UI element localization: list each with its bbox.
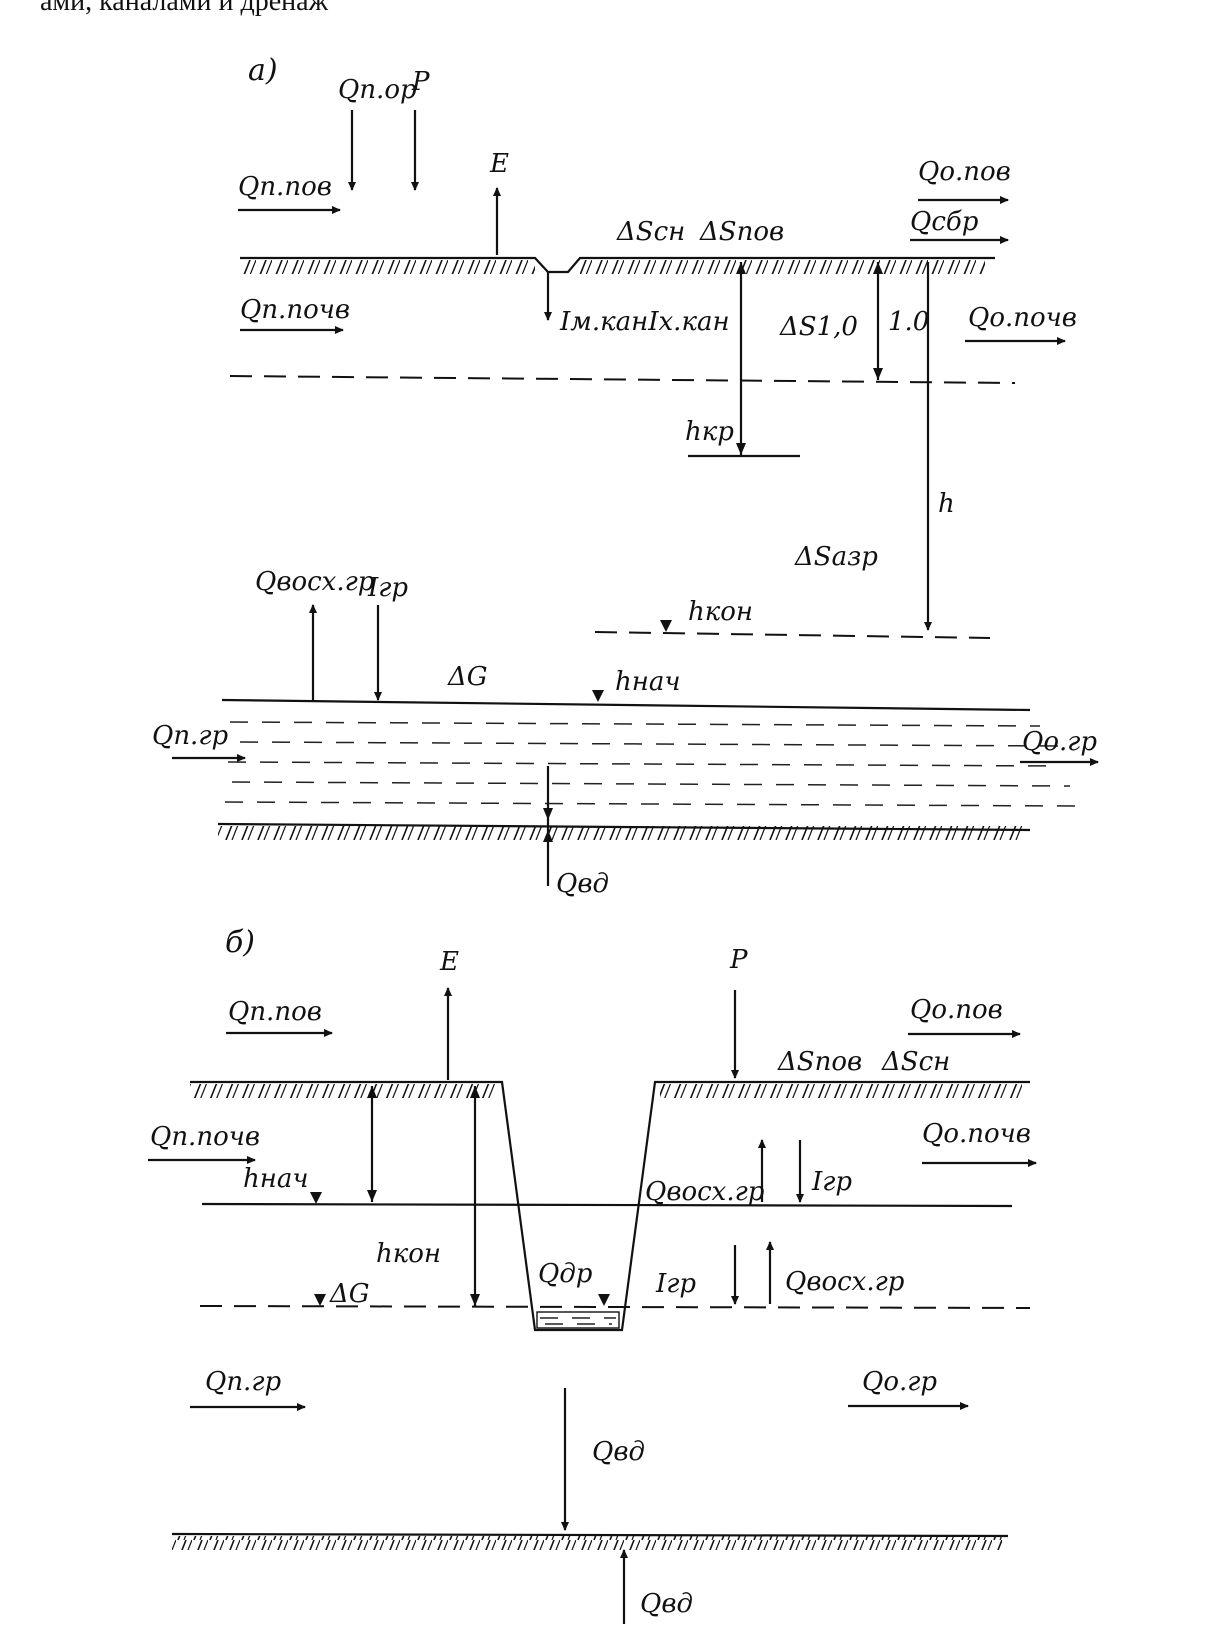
gw-rise-label: Qвосх.гр (255, 567, 375, 597)
initial-level-marker-b (310, 1192, 322, 1204)
critical-depth-label: hкр (685, 417, 734, 447)
gw-rise-upper-label: Qвосх.гр (645, 1177, 765, 1207)
initial-level-marker (592, 690, 604, 702)
precip-label-b: P (729, 945, 748, 975)
initial-level-label-b: hнач (243, 1164, 309, 1194)
aquitard-b (171, 1532, 1009, 1550)
depth-label: h (938, 489, 955, 519)
precip-label: P (411, 67, 430, 97)
surface-storage-label-b: ΔSпов (777, 1047, 862, 1077)
drain-water-marker (598, 1294, 610, 1306)
inflow-soil-label: Qп.почв (240, 295, 350, 325)
inflow-gw-label: Qп.гр (152, 721, 228, 751)
evap-label: E (489, 149, 509, 179)
deep-exchange-lower-label: Qвд (640, 1589, 693, 1619)
initial-level-line-b (201, 1202, 1013, 1208)
snow-storage-label-b: ΔSсн (881, 1047, 950, 1077)
gw-infiltration-upper-label: Iгр (811, 1167, 852, 1197)
one-meter-level (229, 375, 1016, 384)
outflow-surface-label-b: Qо.пов (910, 995, 1003, 1025)
deep-exchange-upper-label: Qвд (592, 1437, 645, 1467)
panel-a: а) Qп.пов Qп.ор P E ΔSсн ΔSпов Qо.пов Qс… (152, 53, 1099, 899)
aeration-storage-label: ΔSазр (794, 542, 878, 572)
ground-surface-a (240, 256, 995, 274)
gw-storage-label-b: ΔG (329, 1279, 370, 1309)
discharge-label: Qсбр (910, 207, 979, 237)
snow-storage-label: ΔSсн (616, 217, 685, 247)
gw-infiltration-label: Iгр (367, 573, 408, 603)
panel-b: б) E P Qп.пов Qо.пов ΔSпов ΔSсн Qп.почв … (148, 925, 1037, 1624)
drain-flow-label: Qдр (538, 1259, 593, 1289)
gw-infiltration-lower-label: Iгр (655, 1269, 696, 1299)
depth-1m-label: 1.0 (888, 307, 929, 337)
ground-surface-b (190, 1080, 1030, 1332)
final-level-line-b (199, 1305, 1031, 1309)
outflow-soil-label-b: Qо.почв (922, 1119, 1031, 1149)
gw-storage-label: ΔG (447, 662, 488, 692)
final-level-marker-b (314, 1294, 326, 1306)
outflow-gw-label: Qо.гр (1022, 727, 1097, 757)
outflow-gw-label-b: Qо.гр (862, 1367, 937, 1397)
final-level-line (594, 631, 991, 639)
canal-infiltration-label: Iм.канIх.кан (559, 307, 730, 337)
panel-b-tag: б) (225, 925, 255, 960)
final-level-marker (660, 620, 672, 632)
inflow-surface-label-b: Qп.пов (228, 997, 322, 1027)
panel-a-tag: а) (248, 53, 278, 88)
evap-label-b: E (439, 947, 459, 977)
irrigation-label: Qп.ор (338, 75, 417, 105)
header-fragment: ами, каналами и дренаж (40, 0, 329, 17)
inflow-soil-label-b: Qп.почв (150, 1122, 260, 1152)
final-level-label: hкон (688, 597, 753, 627)
aquifer-a (217, 698, 1076, 840)
initial-level-label: hнач (615, 667, 681, 697)
inflow-gw-label-b: Qп.гр (205, 1367, 281, 1397)
surface-storage-label: ΔSпов (699, 217, 784, 247)
gw-rise-lower-label: Qвосх.гр (785, 1267, 905, 1297)
outflow-surface-label: Qо.пов (918, 157, 1011, 187)
top-layer-storage-label: ΔS1,0 (779, 312, 858, 342)
inflow-surface-label: Qп.пов (238, 172, 332, 202)
final-level-label-b: hкон (376, 1239, 441, 1269)
deep-exchange-label: Qвд (556, 869, 609, 899)
outflow-soil-label: Qо.почв (968, 303, 1077, 333)
